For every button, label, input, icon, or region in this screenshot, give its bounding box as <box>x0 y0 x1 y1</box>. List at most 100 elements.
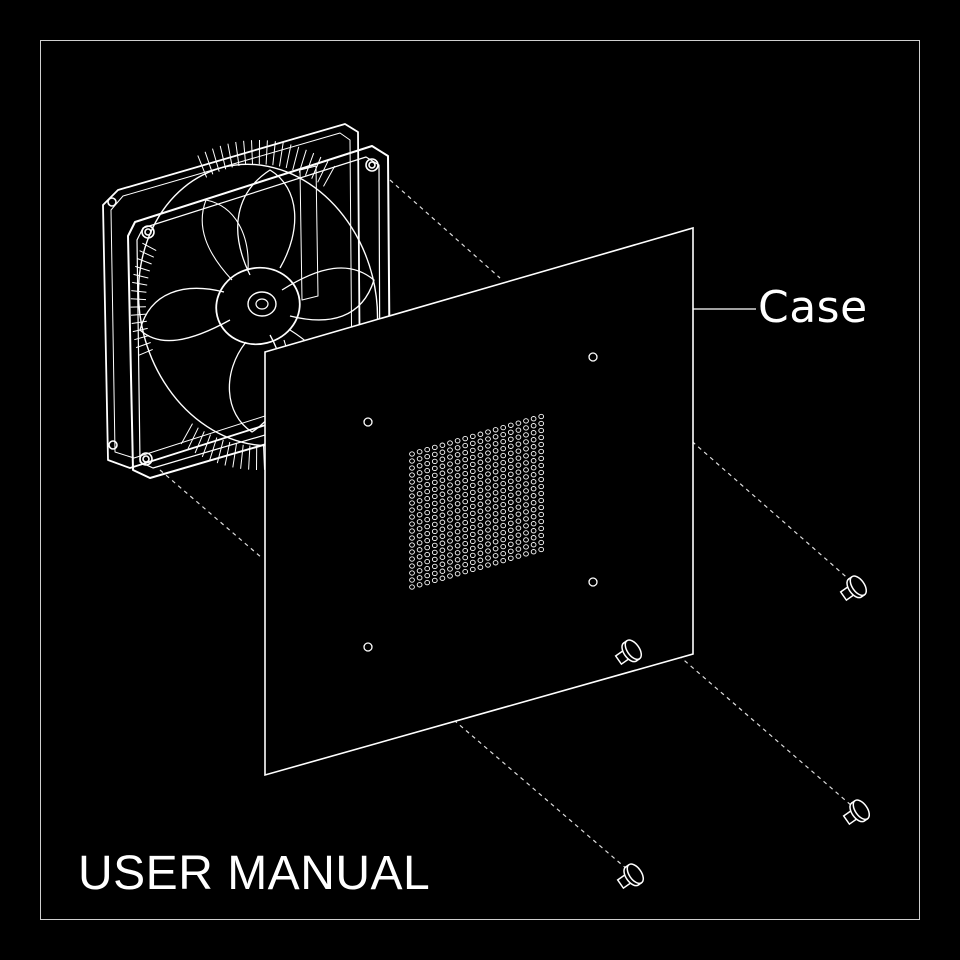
grille-hole <box>492 469 499 475</box>
fan-slat <box>197 155 208 178</box>
grille-hole <box>424 460 431 467</box>
grille-hole <box>492 427 499 433</box>
grille-hole <box>492 511 499 517</box>
grille-hole <box>523 432 529 438</box>
grille-hole <box>500 501 507 508</box>
grille-hole <box>462 547 469 554</box>
grille-hole <box>416 554 423 560</box>
grille-hole <box>439 519 446 525</box>
grille-hole <box>409 542 415 548</box>
grille-hole <box>409 577 415 583</box>
grille-hole <box>477 508 484 514</box>
grille-hole <box>477 536 484 542</box>
grille-hole <box>447 531 453 537</box>
grille-hole <box>454 515 461 521</box>
grille-hole <box>409 493 415 499</box>
grille-hole <box>454 536 461 542</box>
grille-hole <box>424 467 431 474</box>
grille-hole <box>492 483 499 489</box>
grille-hole <box>416 491 423 497</box>
grille-hole <box>477 466 484 472</box>
screw-set <box>614 575 871 890</box>
grille-hole <box>515 455 522 461</box>
grille-hole <box>424 544 431 551</box>
grille-hole <box>424 537 431 544</box>
grille-hole <box>469 440 476 447</box>
grille-hole <box>492 518 499 524</box>
grille-hole <box>454 501 461 507</box>
grille-hole <box>515 483 522 489</box>
screw-icon <box>614 639 643 666</box>
grille-hole <box>439 470 446 476</box>
grille-hole <box>485 534 491 540</box>
grille-hole <box>507 499 514 505</box>
grille-hole <box>454 529 461 535</box>
grille-hole <box>462 526 469 533</box>
fan-slat <box>265 140 268 165</box>
grille-hole <box>469 538 476 545</box>
grille-hole <box>424 446 431 453</box>
grille-hole <box>485 562 491 568</box>
grille-hole <box>500 459 507 466</box>
grille-hole <box>447 489 453 495</box>
grille-hole <box>492 539 499 545</box>
grille-hole <box>523 544 529 550</box>
grille-hole <box>431 521 438 528</box>
grille-hole <box>507 527 514 533</box>
grille-hole <box>538 441 545 448</box>
grille-hole <box>538 546 545 553</box>
grille-hole <box>431 549 438 556</box>
grille-hole <box>515 469 522 475</box>
grille-hole <box>485 457 491 463</box>
grille-hole <box>439 456 446 462</box>
grille-hole <box>439 540 446 546</box>
grille-hole <box>447 510 453 516</box>
grille-hole <box>431 514 438 521</box>
grille-hole <box>424 509 431 516</box>
grille-hole <box>462 512 469 519</box>
grille-hole <box>431 528 438 535</box>
grille-hole <box>530 514 537 520</box>
grille-hole <box>507 485 514 491</box>
grille-hole <box>416 463 423 469</box>
grille-hole <box>507 443 514 449</box>
grille-hole <box>416 575 423 581</box>
fan-slat <box>142 242 157 252</box>
fan-slat <box>180 423 193 445</box>
grille-hole <box>507 436 514 442</box>
grille-hole <box>424 488 431 495</box>
grille-hole <box>469 454 476 461</box>
grille-hole <box>515 448 522 454</box>
grille-hole <box>416 547 423 553</box>
grille-hole <box>515 497 522 503</box>
grille-hole <box>485 527 491 533</box>
grille-hole <box>477 515 484 521</box>
grille-hole <box>538 420 545 427</box>
grille-hole <box>469 433 476 440</box>
grille-hole <box>431 556 438 563</box>
grille-hole <box>500 543 507 550</box>
fan-slat <box>131 290 147 293</box>
grille-hole <box>530 479 537 485</box>
grille-hole <box>424 453 431 460</box>
grille-hole <box>538 427 545 434</box>
grille-hole <box>439 533 446 539</box>
grille-hole <box>515 462 522 468</box>
grille-hole <box>500 529 507 536</box>
grille-hole <box>530 507 537 513</box>
grille-hole <box>523 502 529 508</box>
fan-slat <box>130 298 147 301</box>
grille-hole <box>507 478 514 484</box>
fan-slat <box>131 320 147 324</box>
grille-hole <box>530 500 537 506</box>
grille-hole <box>477 480 484 486</box>
grille-hole <box>530 549 537 555</box>
grille-hole <box>523 523 529 529</box>
grille-hole <box>439 484 446 490</box>
grille-hole <box>507 450 514 456</box>
grille-hole <box>485 436 491 442</box>
grille-hole <box>424 530 431 537</box>
grille-hole <box>485 520 491 526</box>
grille-hole <box>469 447 476 454</box>
grille-hole <box>530 465 537 471</box>
